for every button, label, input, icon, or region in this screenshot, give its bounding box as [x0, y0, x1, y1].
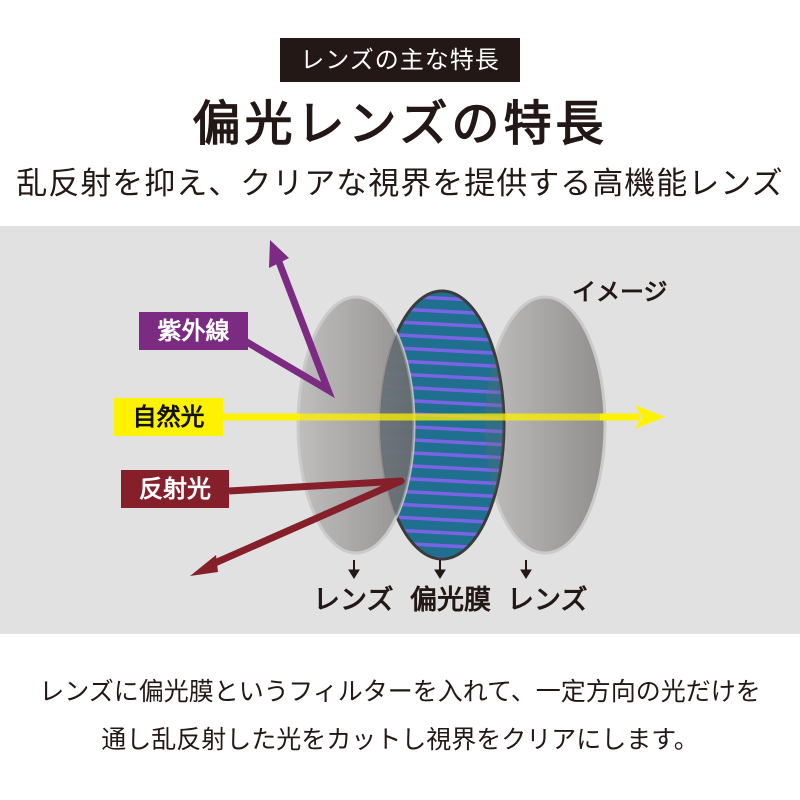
caption-front-lens: レンズ	[313, 585, 394, 616]
caption-polarizing-film: 偏光膜	[410, 585, 491, 616]
caption-rear-lens: レンズ	[507, 585, 588, 616]
description-line-2: 通し乱反射した光をカットし視界をクリアにします。	[101, 725, 699, 754]
page-title: 偏光レンズの特長	[192, 96, 608, 152]
down-arrow-icons	[348, 560, 532, 579]
description-line-1: レンズに偏光膜というフィルターを入れて、一定方向の光だけを	[39, 677, 761, 706]
uv-arrowhead	[269, 240, 289, 268]
lens-illustration	[190, 240, 665, 579]
image-note: イメージ	[572, 278, 668, 306]
section-badge: レンズの主な特長	[280, 38, 520, 82]
uv-label: 紫外線	[139, 312, 248, 350]
natural-light-arrowhead	[635, 405, 665, 429]
reflected-light-label: 反射光	[121, 470, 229, 508]
polarized-lens-diagram: イメージ 紫外線 自然光 反射光 レンズ 偏光膜 レンズ	[0, 226, 800, 634]
page-subtitle: 乱反射を抑え、クリアな視界を提供する高機能レンズ	[16, 166, 784, 202]
reflected-light-arrowhead	[190, 555, 218, 576]
natural-light-label: 自然光	[114, 398, 223, 436]
